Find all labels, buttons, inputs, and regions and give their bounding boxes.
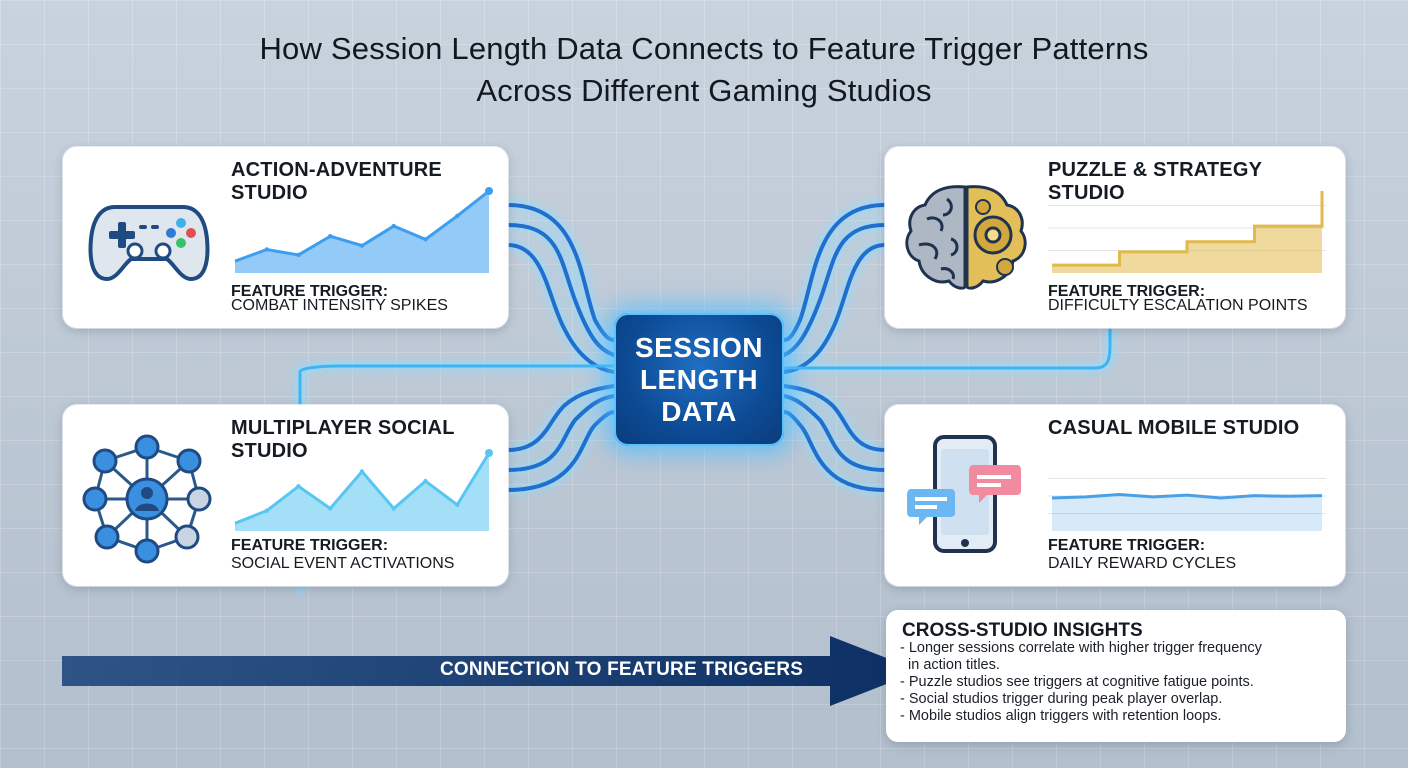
- insights-list: - Longer sessions correlate with higher …: [900, 640, 1340, 725]
- trend-point: [296, 252, 301, 258]
- trigger-label: FEATURE TRIGGER:: [231, 537, 389, 554]
- connection-arrow: [62, 636, 920, 706]
- title-line-1: How Session Length Data Connects to Feat…: [259, 31, 1149, 66]
- trend-line: [1052, 191, 1324, 267]
- session-length-data-hub[interactable]: SESSION LENGTH DATA: [614, 313, 784, 446]
- session-trend-chart: [234, 187, 493, 273]
- trend-point: [359, 243, 365, 248]
- trend-area: [1052, 191, 1322, 273]
- trend-end-point: [485, 187, 493, 195]
- social-network-icon: [82, 434, 212, 564]
- insight-item: - Social studios trigger during peak pla…: [900, 691, 1223, 707]
- insight-item: in action titles.: [908, 657, 1000, 673]
- studio-name: CASUAL MOBILE STUDIO: [1048, 417, 1300, 439]
- trend-point: [328, 506, 333, 511]
- trend-area: [1052, 494, 1322, 531]
- trigger-label: FEATURE TRIGGER:: [231, 283, 389, 300]
- session-trend-chart: [1048, 191, 1326, 273]
- trend-point: [264, 247, 269, 252]
- trend-point: [391, 223, 396, 229]
- trend-area: [235, 453, 489, 531]
- trigger-value: COMBAT INTENSITY SPIKES: [231, 297, 448, 314]
- session-trend-chart: [234, 449, 493, 531]
- page-title: How Session Length Data Connects to Feat…: [0, 28, 1408, 112]
- trend-point: [328, 234, 333, 239]
- cross-studio-insights-panel: CROSS-STUDIO INSIGHTS - Longer sessions …: [886, 610, 1346, 742]
- trend-point: [391, 506, 396, 511]
- trend-end-point: [485, 449, 493, 457]
- hub-line-3: DATA: [661, 395, 737, 427]
- brain-gear-icon: [905, 185, 1027, 290]
- trend-area: [235, 191, 489, 273]
- trend-point: [296, 484, 301, 489]
- trigger-label: FEATURE TRIGGER:: [1048, 537, 1206, 554]
- insight-item: - Mobile studios align triggers with ret…: [900, 708, 1222, 724]
- trend-point: [264, 508, 269, 513]
- trend-line: [1051, 493, 1323, 500]
- gamepad-icon: [88, 205, 210, 282]
- arrow-label: CONNECTION TO FEATURE TRIGGERS: [440, 659, 804, 680]
- trigger-label: FEATURE TRIGGER:: [1048, 283, 1206, 300]
- insights-heading: CROSS-STUDIO INSIGHTS: [902, 620, 1143, 641]
- trigger-value: DAILY REWARD CYCLES: [1048, 555, 1237, 572]
- studio-card-casual-mobile[interactable]: CASUAL MOBILE STUDIO FEATURE TRIGGER: DA…: [885, 405, 1345, 586]
- insight-item: - Longer sessions correlate with higher …: [900, 640, 1262, 656]
- session-trend-chart: [1048, 478, 1326, 531]
- trend-point: [359, 469, 365, 474]
- smartphone-chat-icon: [907, 435, 1021, 553]
- trend-point: [423, 478, 428, 484]
- insight-item: - Puzzle studios see triggers at cogniti…: [900, 674, 1254, 690]
- trigger-value: DIFFICULTY ESCALATION POINTS: [1048, 297, 1308, 314]
- trigger-value: SOCIAL EVENT ACTIVATIONS: [231, 555, 455, 572]
- title-line-2: Across Different Gaming Studios: [476, 73, 932, 108]
- trend-point: [455, 213, 460, 219]
- hub-line-2: LENGTH: [639, 363, 759, 395]
- trend-point: [455, 502, 460, 507]
- trend-point: [423, 237, 428, 242]
- hub-line-1: SESSION: [635, 331, 763, 363]
